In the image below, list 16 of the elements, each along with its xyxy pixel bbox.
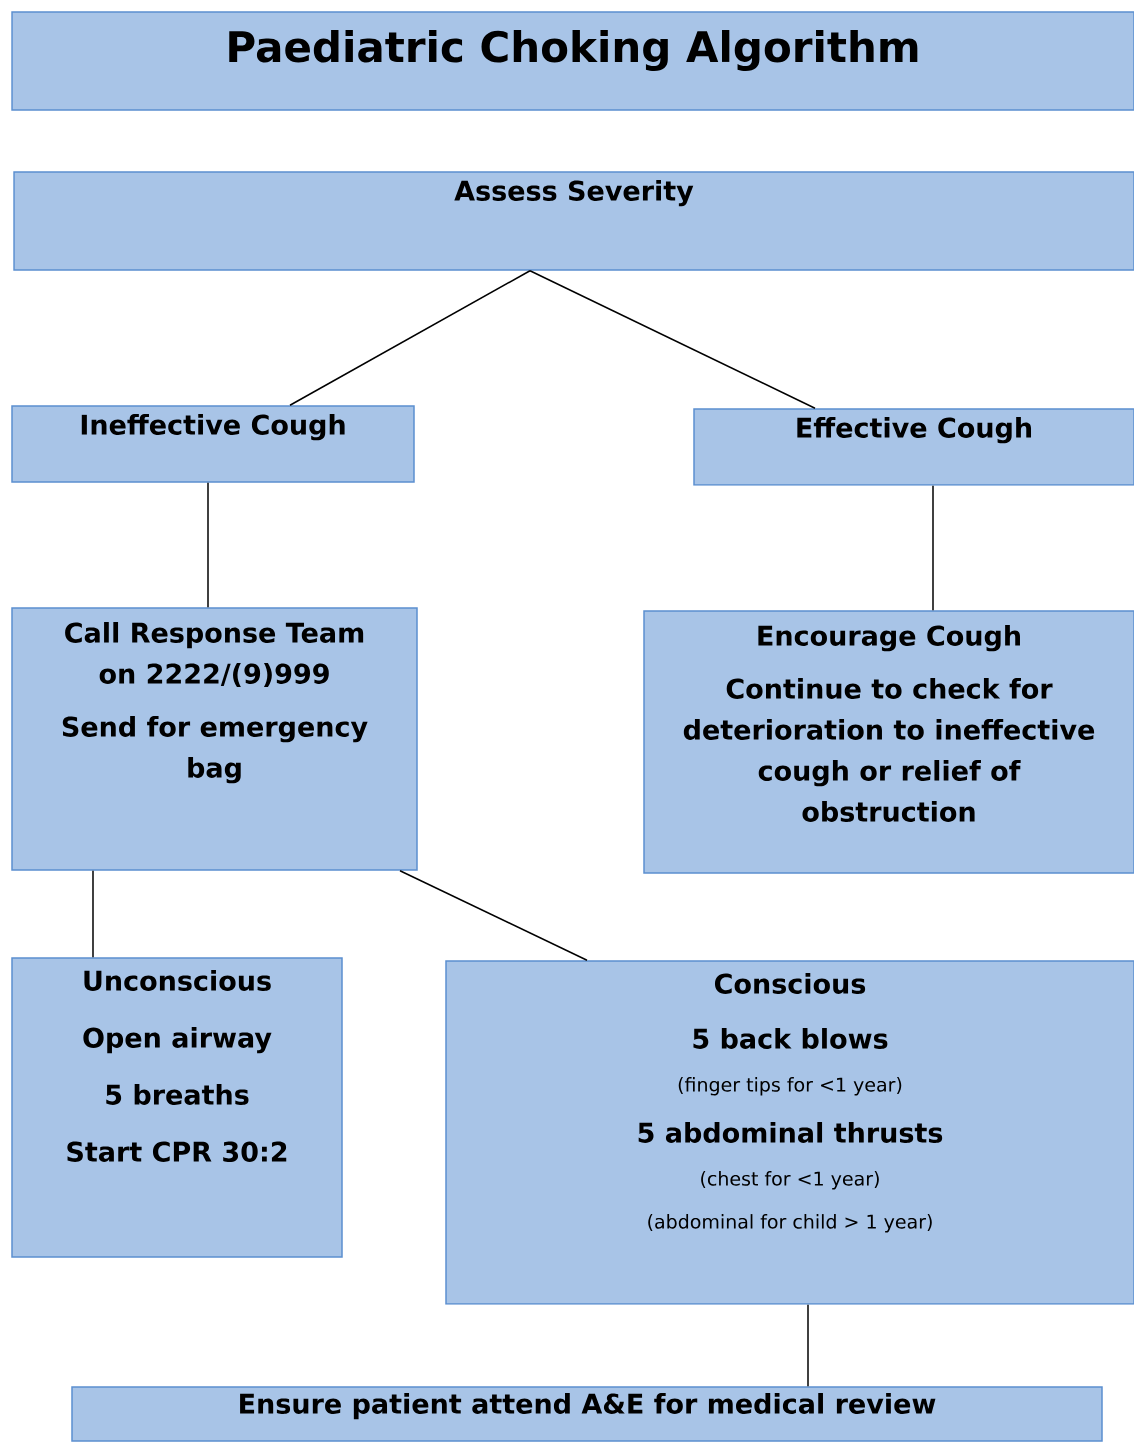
process-box: Effective Cough bbox=[693, 408, 1134, 486]
process-box: Call Response Team on 2222/(9)999 Send for emergency bag bbox=[11, 607, 418, 871]
connector-line bbox=[92, 870, 94, 958]
process-box: Assess Severity bbox=[13, 171, 1134, 271]
connector-line bbox=[807, 1304, 809, 1387]
connector-line bbox=[399, 870, 588, 961]
process-box: Ensure patient attend A&E for medical review bbox=[71, 1386, 1103, 1442]
process-box: Conscious 5 back blows (finger tips for <1 year) 5 abdominal thrusts (chest for <1 year) (abdominal for child > 1 year) bbox=[445, 960, 1134, 1305]
process-box: Unconscious Open airway 5 breaths Start CPR 30:2 bbox=[11, 957, 343, 1258]
connector-line bbox=[289, 270, 531, 406]
process-box: Encourage Cough Continue to check for deterioration to ineffective cough or relief of obstruction bbox=[643, 610, 1134, 874]
process-box: Ineffective Cough bbox=[11, 405, 415, 483]
connector-line bbox=[932, 485, 934, 611]
connector-line bbox=[207, 482, 209, 608]
title-box: Paediatric Choking Algorithm bbox=[11, 11, 1134, 111]
connector-line bbox=[529, 270, 816, 409]
